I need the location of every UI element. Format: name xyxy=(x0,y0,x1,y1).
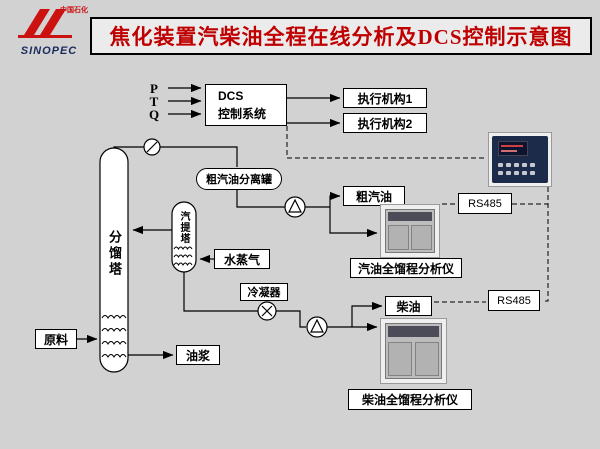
screen-text-line xyxy=(501,150,517,152)
actuator-2-box: 执行机构2 xyxy=(343,113,427,133)
steam-box: 水蒸气 xyxy=(214,249,270,269)
gasoline-separator-tank: 粗汽油分离罐 xyxy=(196,168,282,190)
stripper-vessel xyxy=(171,201,197,273)
diesel-pump-icon xyxy=(306,316,328,338)
display-screen xyxy=(498,141,528,156)
fractionator-label: 分馏塔 xyxy=(107,230,122,278)
gasoline-analyzer-photo xyxy=(380,204,440,258)
diesel-analyzer-photo xyxy=(380,318,447,384)
input-label-p: P xyxy=(150,81,158,96)
rs485-top-box: RS485 xyxy=(458,193,512,214)
flow-valve-icon xyxy=(143,138,161,156)
sinopec-logo: 中国石化 SINOPEC xyxy=(8,3,90,57)
input-label-t: T xyxy=(149,94,159,109)
analyzer-display-strip xyxy=(388,212,432,221)
rs485-bottom-box: RS485 xyxy=(488,290,540,311)
slurry-box: 油浆 xyxy=(176,345,220,365)
analyzer-door xyxy=(415,342,439,376)
dcs-line1: DCS xyxy=(218,88,244,103)
screen-text-line xyxy=(501,145,523,147)
actuator-1-box: 执行机构1 xyxy=(343,88,427,108)
dcs-line2: 控制系统 xyxy=(218,106,267,121)
diesel-box: 柴油 xyxy=(385,296,432,316)
condenser-icon xyxy=(257,301,277,321)
diesel-analyzer-label: 柴油全馏程分析仪 xyxy=(348,389,472,410)
crude-gasoline-box: 粗汽油 xyxy=(343,186,405,206)
stripper-label: 汽提塔 xyxy=(178,210,189,244)
sinopec-emblem-icon xyxy=(18,9,72,38)
dcs-display-photo xyxy=(488,132,552,187)
condenser-label-box: 冷凝器 xyxy=(240,283,288,301)
dcs-control-box: DCS 控制系统 xyxy=(205,84,287,126)
button-row xyxy=(498,171,535,175)
signal-dashed-lines xyxy=(286,126,549,303)
fractionator-packing xyxy=(101,315,127,358)
fractionator-vessel xyxy=(99,147,129,373)
button-row xyxy=(498,163,535,167)
analyzer-door xyxy=(411,225,432,250)
slide-title: 焦化装置汽柴油全程在线分析及DCS控制示意图 xyxy=(90,17,592,55)
gasoline-pump-icon xyxy=(284,196,306,218)
stripper-packing xyxy=(173,246,193,267)
analyzer-door xyxy=(388,342,412,376)
input-label-q: Q xyxy=(148,107,160,122)
analyzer-display-strip xyxy=(388,326,439,337)
analyzer-door xyxy=(388,225,409,250)
feed-box: 原料 xyxy=(35,329,77,349)
gasoline-analyzer-label: 汽油全馏程分析仪 xyxy=(350,258,462,278)
logo-brand-text: SINOPEC xyxy=(20,45,78,57)
logo-chinese-name: 中国石化 xyxy=(60,7,88,14)
